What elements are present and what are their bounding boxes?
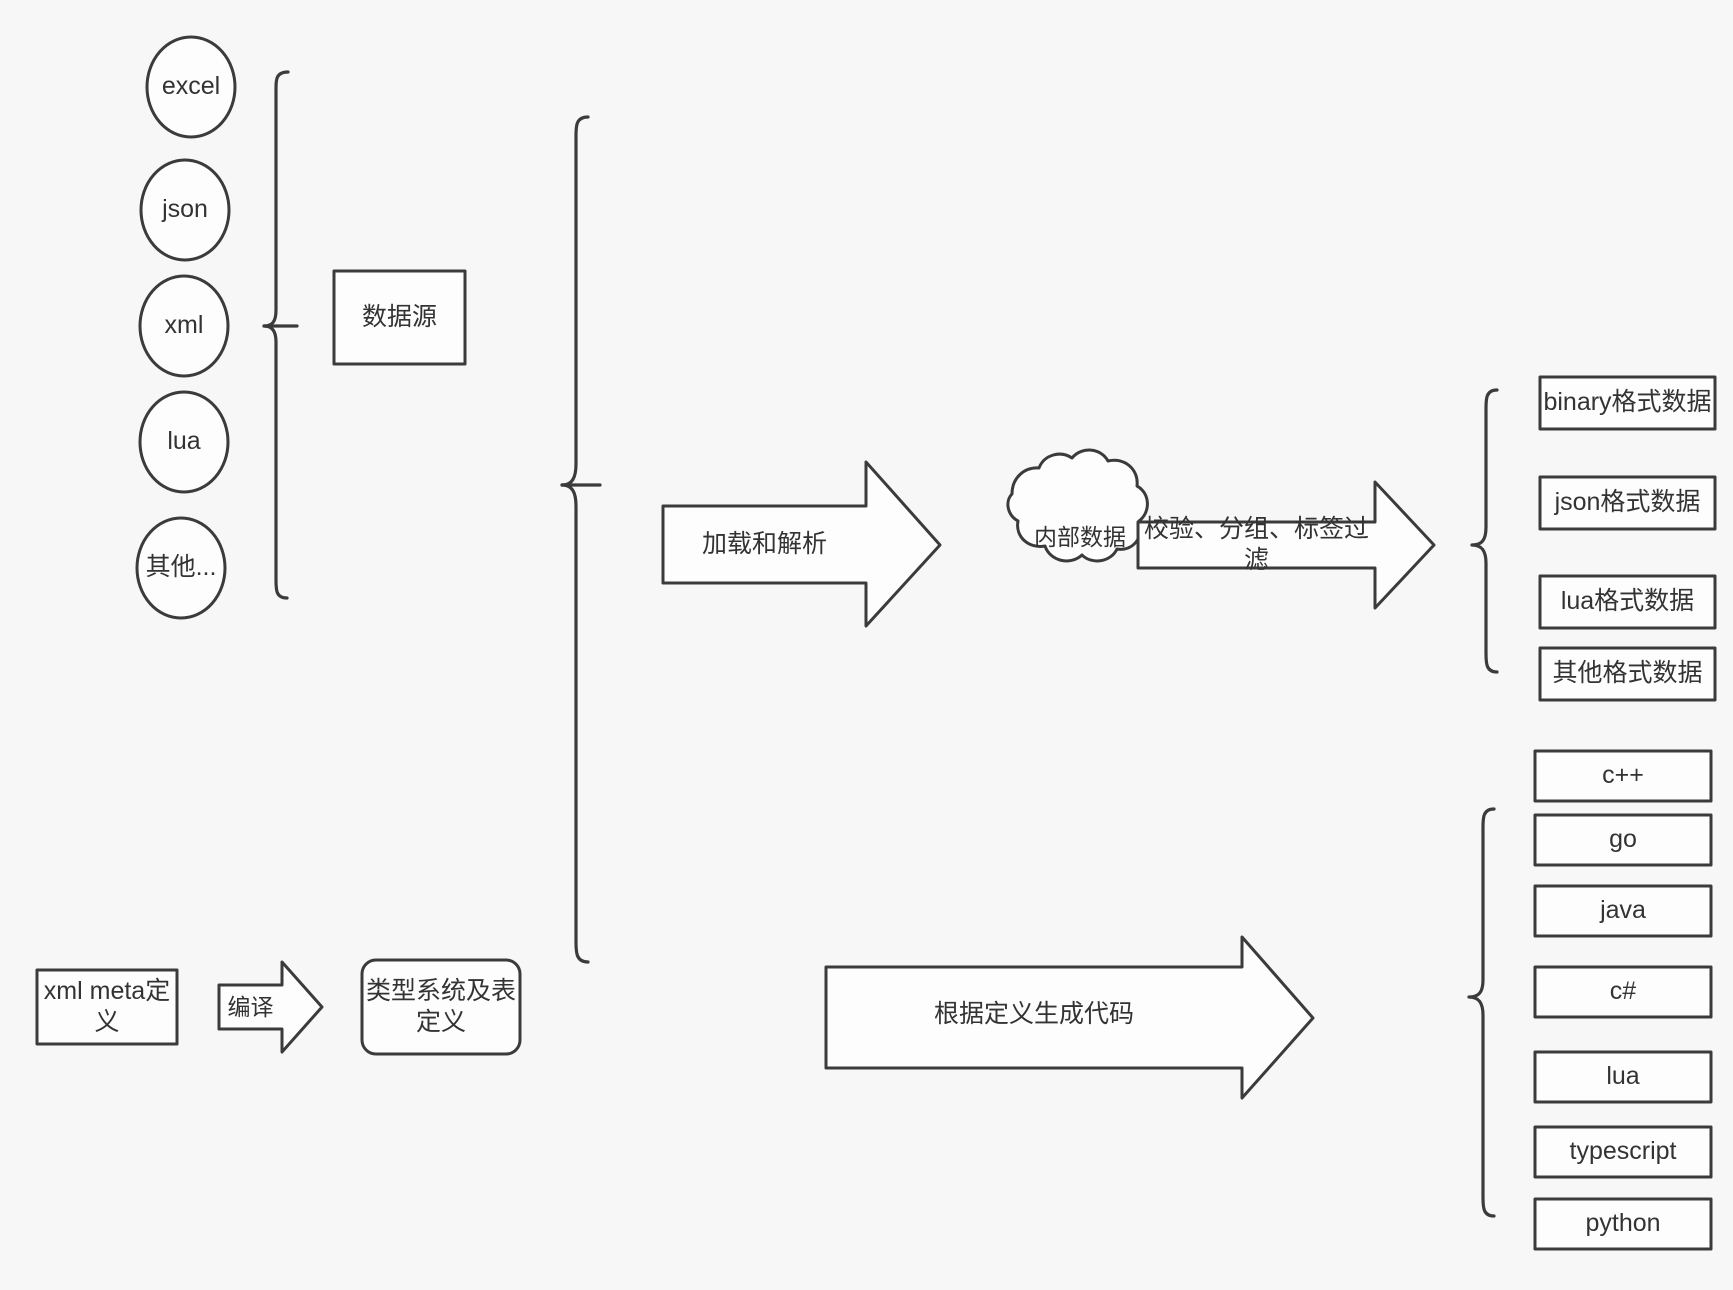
output-language-box-go[interactable] [1533, 813, 1713, 867]
xml-meta-box[interactable] [35, 968, 179, 1046]
source-ellipse-lua[interactable] [138, 390, 230, 494]
output-format-box-json[interactable] [1538, 475, 1717, 531]
source-ellipse-json[interactable] [139, 158, 231, 262]
load-parse-arrow[interactable] [661, 460, 942, 628]
output-language-box-typescript[interactable] [1533, 1125, 1713, 1179]
output-language-box-java[interactable] [1533, 884, 1713, 938]
type-system-box[interactable] [360, 958, 522, 1056]
source-group-brace [262, 70, 290, 600]
output-format-box-binary[interactable] [1538, 375, 1717, 431]
compile-arrow[interactable] [217, 960, 324, 1054]
internal-data-cloud[interactable] [1006, 448, 1149, 563]
output-format-box-other[interactable] [1538, 646, 1717, 702]
codegen-arrow[interactable] [824, 935, 1315, 1100]
output-format-brace [1470, 388, 1499, 674]
output-language-box-python[interactable] [1533, 1197, 1713, 1251]
central-group-brace [560, 115, 590, 964]
source-ellipse-other[interactable] [135, 516, 227, 620]
data-source-box[interactable] [332, 269, 467, 366]
output-language-box-lua[interactable] [1533, 1050, 1713, 1104]
output-language-box-cpp[interactable] [1533, 749, 1713, 803]
output-language-box-csharp[interactable] [1533, 965, 1713, 1019]
source-ellipse-xml[interactable] [138, 274, 230, 378]
output-format-box-lua[interactable] [1538, 574, 1717, 630]
output-language-brace [1467, 807, 1496, 1218]
source-ellipse-excel[interactable] [145, 35, 237, 139]
validate-filter-arrow[interactable] [1136, 480, 1436, 610]
